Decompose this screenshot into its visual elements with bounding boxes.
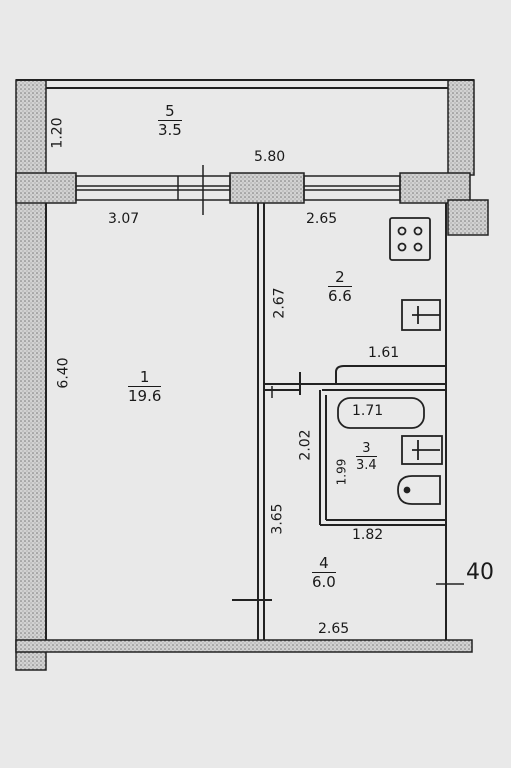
outer-walls	[15, 79, 489, 671]
room-3-label: 3 3.4	[356, 442, 377, 472]
dim-room2-width: 2.65	[306, 211, 338, 227]
dim-hall-width: 2.65	[318, 621, 350, 637]
dim-bath-height: 2.02	[297, 429, 314, 461]
room-1-number: 1	[128, 370, 162, 387]
room-5-label: 5 3.5	[158, 104, 182, 138]
room-4-area: 6.0	[312, 573, 336, 591]
room-3-number: 3	[356, 442, 377, 457]
side-note: 40	[466, 560, 494, 585]
bathroom-sink-icon	[401, 435, 443, 465]
room-2-number: 2	[328, 270, 352, 287]
dim-total-width: 5.80	[254, 149, 286, 165]
kitchen-sink-icon	[401, 299, 441, 331]
inner-walls	[45, 203, 447, 640]
stove-icon	[389, 217, 431, 261]
toilet-icon	[397, 475, 441, 505]
balcony	[16, 79, 474, 89]
dim-hall-length: 3.65	[269, 503, 286, 535]
room-1-label: 1 19.6	[128, 370, 162, 405]
dim-kitchen-counter: 1.61	[368, 345, 400, 361]
dim-room1-width: 3.07	[108, 211, 140, 227]
dimension-ticks	[271, 386, 464, 612]
kitchen-counter	[335, 365, 446, 384]
bathtub-icon	[337, 397, 425, 429]
dim-bathroom-width: 1.82	[352, 527, 384, 543]
room-4-label: 4 6.0	[312, 556, 336, 590]
room-2-area: 6.6	[328, 287, 352, 305]
dim-balcony-depth: 1.20	[49, 117, 66, 149]
room-1-area: 19.6	[128, 387, 162, 405]
room-3-area: 3.4	[356, 458, 377, 473]
dim-room2-length: 2.67	[271, 287, 288, 319]
room-4-number: 4	[312, 556, 336, 573]
room-5-number: 5	[158, 104, 182, 121]
room-5-area: 3.5	[158, 121, 182, 139]
dim-total-length: 6.40	[55, 357, 72, 389]
dim-bath-inner: 1.99	[334, 458, 349, 486]
dim-bath: 1.71	[352, 403, 384, 419]
window-frames	[75, 165, 401, 215]
room-2-label: 2 6.6	[328, 270, 352, 304]
